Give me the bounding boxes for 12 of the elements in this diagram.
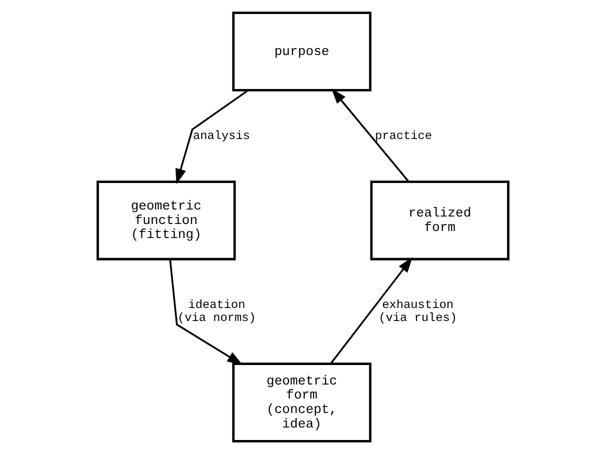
arrow	[330, 88, 409, 182]
arrow	[168, 259, 242, 366]
node-box: realized form	[370, 180, 509, 260]
node-box: geometric function (fitting)	[96, 180, 236, 260]
node-box: purpose	[232, 12, 371, 92]
node-box: geometric form (concept, idea)	[232, 362, 371, 442]
arrow	[330, 257, 412, 364]
edge-label: exhaustion (via rules)	[378, 298, 457, 325]
edge-label: ideation (via norms)	[177, 298, 256, 325]
arrow	[175, 90, 248, 184]
edge-label: analysis	[192, 128, 250, 143]
edge-label: practice	[374, 128, 432, 143]
